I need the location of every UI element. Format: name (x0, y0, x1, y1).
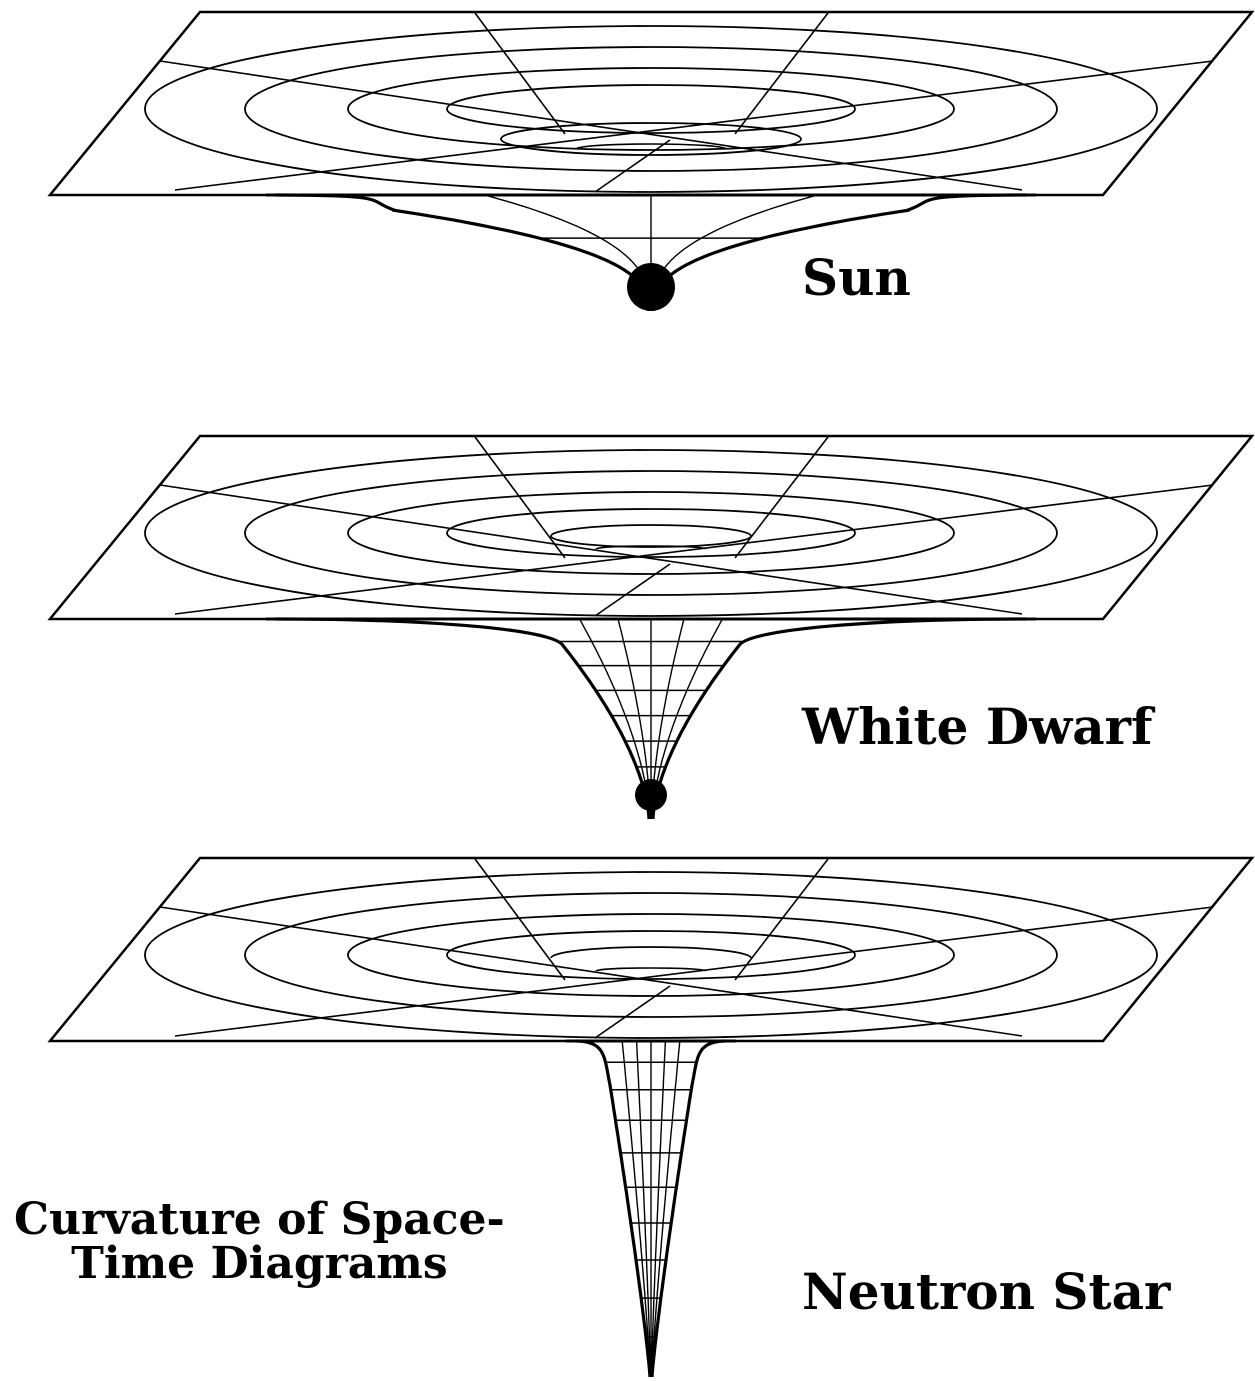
grid-line (594, 139, 671, 193)
grid-line (174, 484, 1214, 615)
well-meridian (635, 1040, 652, 1378)
orbit-ellipse (446, 930, 856, 980)
well-edge-left (275, 617, 651, 820)
plane-outline (47, 856, 1255, 1043)
mass-dot (627, 263, 675, 311)
orbit-ellipse (347, 491, 955, 575)
orbit-ellipse (446, 84, 856, 134)
well-meridian (621, 1040, 652, 1378)
caption-line-1: Curvature of Space- (14, 1194, 505, 1245)
grid-line (594, 563, 671, 617)
orbit-ellipse (347, 67, 955, 151)
white-dwarf-label: White Dwarf (802, 697, 1153, 756)
figure-caption: Curvature of Space- Time Diagrams (14, 1198, 505, 1286)
sun-label: Sun (802, 248, 911, 307)
orbit-ellipse (144, 25, 1158, 193)
orbit-ellipse (244, 892, 1058, 1018)
grid-line (474, 12, 566, 135)
grid-line (734, 12, 829, 135)
inner-ring (550, 524, 752, 548)
orbit-ellipse (144, 871, 1158, 1039)
plane-outline (47, 434, 1255, 621)
panel-neutron-star (47, 856, 1255, 1378)
orbit-ellipse (144, 449, 1158, 617)
grid-line (159, 60, 1023, 191)
inner-ring (550, 946, 752, 959)
caption-line-2: Time Diagrams (71, 1238, 448, 1289)
grid-line (474, 858, 566, 981)
panel-sun (47, 10, 1255, 311)
well-edge-left (575, 1039, 652, 1378)
orbit-ellipse (244, 470, 1058, 596)
throat-rim (595, 545, 707, 550)
orbit-ellipse (446, 508, 856, 558)
grid-line (159, 906, 1023, 1037)
well-meridian (650, 1040, 681, 1378)
panel-white-dwarf (47, 434, 1255, 820)
orbit-ellipse (244, 46, 1058, 172)
throat-rim (595, 967, 707, 972)
plane-outline (47, 10, 1255, 197)
throat-rim (575, 143, 727, 150)
well-meridian (650, 1040, 667, 1378)
inner-ring (500, 122, 802, 156)
grid-line (174, 60, 1214, 191)
grid-line (174, 906, 1214, 1037)
grid-line (474, 436, 566, 559)
well-edge-right (651, 617, 1027, 820)
grid-line (159, 484, 1023, 615)
grid-line (594, 985, 671, 1039)
mass-dot (635, 779, 667, 811)
grid-line (734, 858, 829, 981)
well-edge-right (650, 1039, 727, 1378)
orbit-ellipse (347, 913, 955, 997)
neutron-star-label: Neutron Star (802, 1262, 1171, 1321)
